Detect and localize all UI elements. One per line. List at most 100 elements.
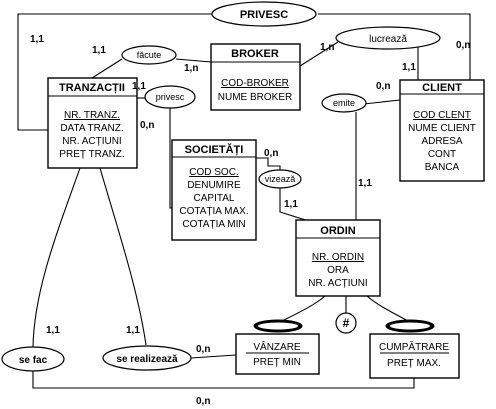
line-emite-client — [363, 99, 401, 105]
card-lucreaza-right: 1,1 — [402, 62, 416, 73]
entity-tranzactii-title: TRANZACȚII — [59, 82, 125, 94]
entity-vanzare-box — [235, 333, 320, 375]
attr-ordin-0: NR. ORDIN — [312, 252, 364, 263]
card-facute-left: 1,1 — [92, 45, 106, 56]
card-privesc-top-left: 1,1 — [30, 34, 44, 45]
line-lucreaza-broker — [299, 41, 339, 67]
rel-privesc-label: privesc — [156, 92, 185, 102]
rel-privesc-top-label: PRIVESC — [240, 9, 288, 21]
attr-ordin-2: NR. ACȚIUNI — [308, 278, 367, 289]
exclusive-circle — [335, 312, 357, 334]
card-ordin-vizeaza: 1,1 — [284, 199, 298, 210]
rel-facute: făcute — [121, 45, 177, 65]
rel-se-realizeaza: se realizează — [102, 345, 192, 371]
rel-privesc-top: PRIVESC — [211, 1, 317, 27]
card-tranz-sefac: 1,1 — [46, 325, 60, 336]
entity-ordin-box — [295, 219, 381, 297]
entity-cumparare-title: CUMPĂTRARE — [379, 340, 449, 353]
attr-societati-4: COTAȚIA MIN — [182, 219, 245, 230]
rel-facute-oval — [121, 45, 177, 65]
attr-client-1: NUME CLIENT — [408, 123, 476, 134]
attr-societati-3: COTAȚIA MAX. — [179, 206, 248, 217]
card-soc-vizeaza: 0,n — [264, 148, 278, 159]
entity-cumparare: CUMPĂTRARE PREȚ MAX. — [369, 333, 460, 379]
rel-privesc-top-oval — [211, 1, 317, 27]
entity-broker: BROKER COD-BROKER NUME BROKER — [210, 43, 301, 111]
entity-vanzare: VÂNZARE PREȚ MIN — [235, 333, 320, 375]
cardinalities: 1,1 0,n 1,1 1,n 1,n 1,1 1,1 0,n 0,n 1,1 … — [30, 34, 470, 407]
entity-client-title: CLIENT — [422, 82, 462, 94]
card-privesc-right: 0,n — [140, 120, 154, 131]
card-lucreaza-left: 1,n — [320, 42, 334, 53]
rel-facute-label: făcute — [137, 50, 162, 60]
card-vanzare-serealizeaza: 0,n — [196, 344, 210, 355]
entity-societati: SOCIETĂȚI COD SOC. DENUMIRE CAPITAL COTA… — [171, 139, 257, 241]
line-vizeaza-ordin — [279, 188, 313, 223]
rel-lucreaza-oval — [335, 26, 441, 50]
card-privesc-left: 1,1 — [132, 81, 146, 92]
entity-client-box — [399, 79, 485, 182]
card-ordin-emite: 1,1 — [358, 178, 372, 189]
line-vizeaza-societati — [256, 157, 281, 170]
line-facute-broker — [175, 58, 212, 63]
line-serealizeaza-vanzare — [190, 354, 237, 359]
rel-emite-label: emite — [333, 98, 355, 108]
entity-client: CLIENT COD CLENT NUME CLIENT ADRESA CONT… — [399, 79, 485, 182]
attr-client-4: BANCA — [425, 162, 460, 173]
rel-emite-oval — [321, 93, 367, 113]
line-ordin-vanzare — [279, 295, 326, 323]
card-facute-right: 1,n — [184, 63, 198, 74]
rel-privesc-oval — [144, 85, 196, 109]
rel-se-realizeaza-label: se realizează — [116, 354, 178, 365]
connection-lines — [17, 13, 471, 389]
entity-ordin-title: ORDIN — [320, 225, 356, 237]
entity-broker-title: BROKER — [231, 48, 279, 60]
entity-vanzare-title: VÂNZARE — [253, 340, 301, 353]
entity-tranzactii: TRANZACȚII NR. TRANZ. DATA TRANZ. NR. AC… — [47, 77, 138, 169]
rel-se-fac-label: se fac — [19, 355, 48, 366]
attr-societati-0: COD SOC. — [189, 167, 238, 178]
rel-exclusive: # — [335, 312, 357, 334]
entity-cumparare-box — [369, 333, 460, 379]
rel-privesc: privesc — [144, 85, 196, 109]
entity-tranzactii-box — [47, 77, 138, 169]
generalization-vanzare-marker-inner — [258, 322, 298, 330]
rel-vizeaza: vizează — [258, 169, 302, 189]
rel-se-fac-oval — [1, 346, 65, 372]
card-client-emite: 0,n — [376, 81, 390, 92]
line-tranzactii-sefac — [32, 167, 81, 348]
line-tranzactii-serealizeaza — [99, 167, 147, 346]
entity-ordin: ORDIN NR. ORDIN ORA NR. ACȚIUNI — [295, 219, 381, 297]
rel-se-realizeaza-oval — [102, 345, 192, 371]
rel-se-fac: se fac — [1, 346, 65, 372]
generalization-markers — [253, 319, 435, 333]
card-tranz-serealizeaza: 1,1 — [126, 325, 140, 336]
line-sefac-cumparare — [32, 371, 415, 389]
attr-broker-0: COD-BROKER — [221, 78, 289, 89]
attr-tranzactii-1: DATA TRANZ. — [60, 123, 123, 134]
rel-vizeaza-oval — [258, 169, 302, 189]
exclusive-symbol: # — [343, 316, 350, 330]
rel-emite: emite — [321, 93, 367, 113]
card-privesc-top-right: 0,n — [456, 40, 470, 51]
card-bottom: 0,n — [196, 396, 210, 407]
attr-tranzactii-0: NR. TRANZ. — [64, 110, 120, 121]
attr-societati-2: CAPITAL — [194, 193, 235, 204]
rel-vizeaza-label: vizează — [265, 174, 296, 184]
attr-societati-1: DENUMIRE — [187, 180, 241, 191]
attr-tranzactii-3: PREȚ TRANZ. — [59, 149, 124, 160]
attr-broker-1: NUME BROKER — [218, 92, 292, 103]
attr-client-0: COD CLENT — [413, 110, 471, 121]
generalization-cumparare-marker-inner — [390, 322, 430, 330]
entity-broker-box — [210, 43, 301, 111]
rel-lucreaza-label: lucrează — [369, 34, 407, 45]
attr-vanzare-0: PREȚ MIN — [253, 357, 301, 368]
attr-tranzactii-2: NR. ACȚIUNI — [62, 136, 121, 147]
attr-client-2: ADRESA — [421, 136, 462, 147]
line-privesc-top-tranzactii — [17, 13, 212, 131]
rel-lucreaza: lucrează — [335, 26, 441, 50]
line-facute-tranzactii — [91, 58, 123, 79]
attr-cumparare-0: PREȚ MAX. — [387, 358, 441, 369]
attr-ordin-1: ORA — [327, 265, 349, 276]
